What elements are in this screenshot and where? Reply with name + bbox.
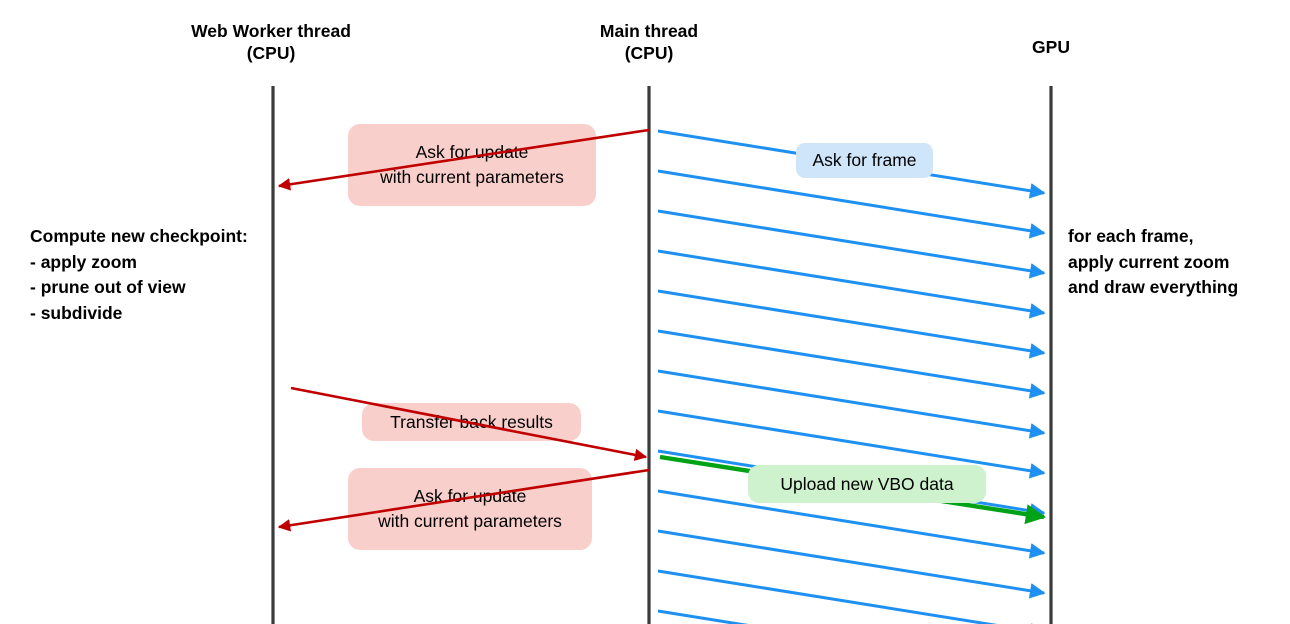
frame-request-arrow xyxy=(657,569,1046,624)
frame-request-arrow xyxy=(657,409,1046,479)
frame-request-arrow xyxy=(657,369,1046,439)
column-header-main-thread: Main thread (CPU) xyxy=(599,21,699,63)
frame-request-arrow xyxy=(657,329,1046,399)
column-header-gpu: GPU xyxy=(1032,37,1070,57)
red-transfer-arrow xyxy=(290,386,648,461)
red-ask-1-arrow xyxy=(277,128,650,191)
column-header-web-worker-thread: Web Worker thread (CPU) xyxy=(191,21,351,63)
frame-request-arrow xyxy=(657,249,1046,319)
message-upload-new-vbo-data[interactable]: Upload new VBO data xyxy=(748,465,986,503)
frame-request-arrow xyxy=(657,209,1046,279)
message-ask-for-frame[interactable]: Ask for frame xyxy=(796,143,933,178)
frame-request-arrow xyxy=(657,169,1046,239)
frame-request-arrow xyxy=(657,609,749,624)
frame-request-arrow xyxy=(657,289,1046,359)
red-ask-2-arrow xyxy=(277,468,650,532)
note-for-each-frame: for each frame, apply current zoom and d… xyxy=(1068,226,1239,297)
frame-request-arrow xyxy=(657,529,1046,599)
note-compute-new-checkpoint: Compute new checkpoint: - apply zoom - p… xyxy=(30,226,248,323)
frame-request-arrow xyxy=(657,489,1046,559)
